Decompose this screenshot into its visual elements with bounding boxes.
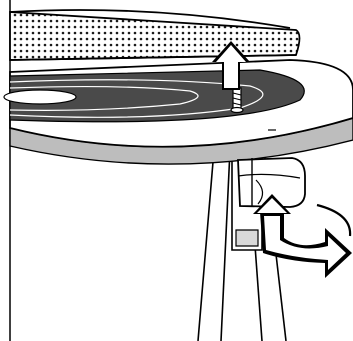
platter-disc xyxy=(4,60,353,164)
center-screw xyxy=(231,88,243,113)
perforated-pad xyxy=(10,10,300,60)
push-turn-arrow xyxy=(253,194,352,278)
